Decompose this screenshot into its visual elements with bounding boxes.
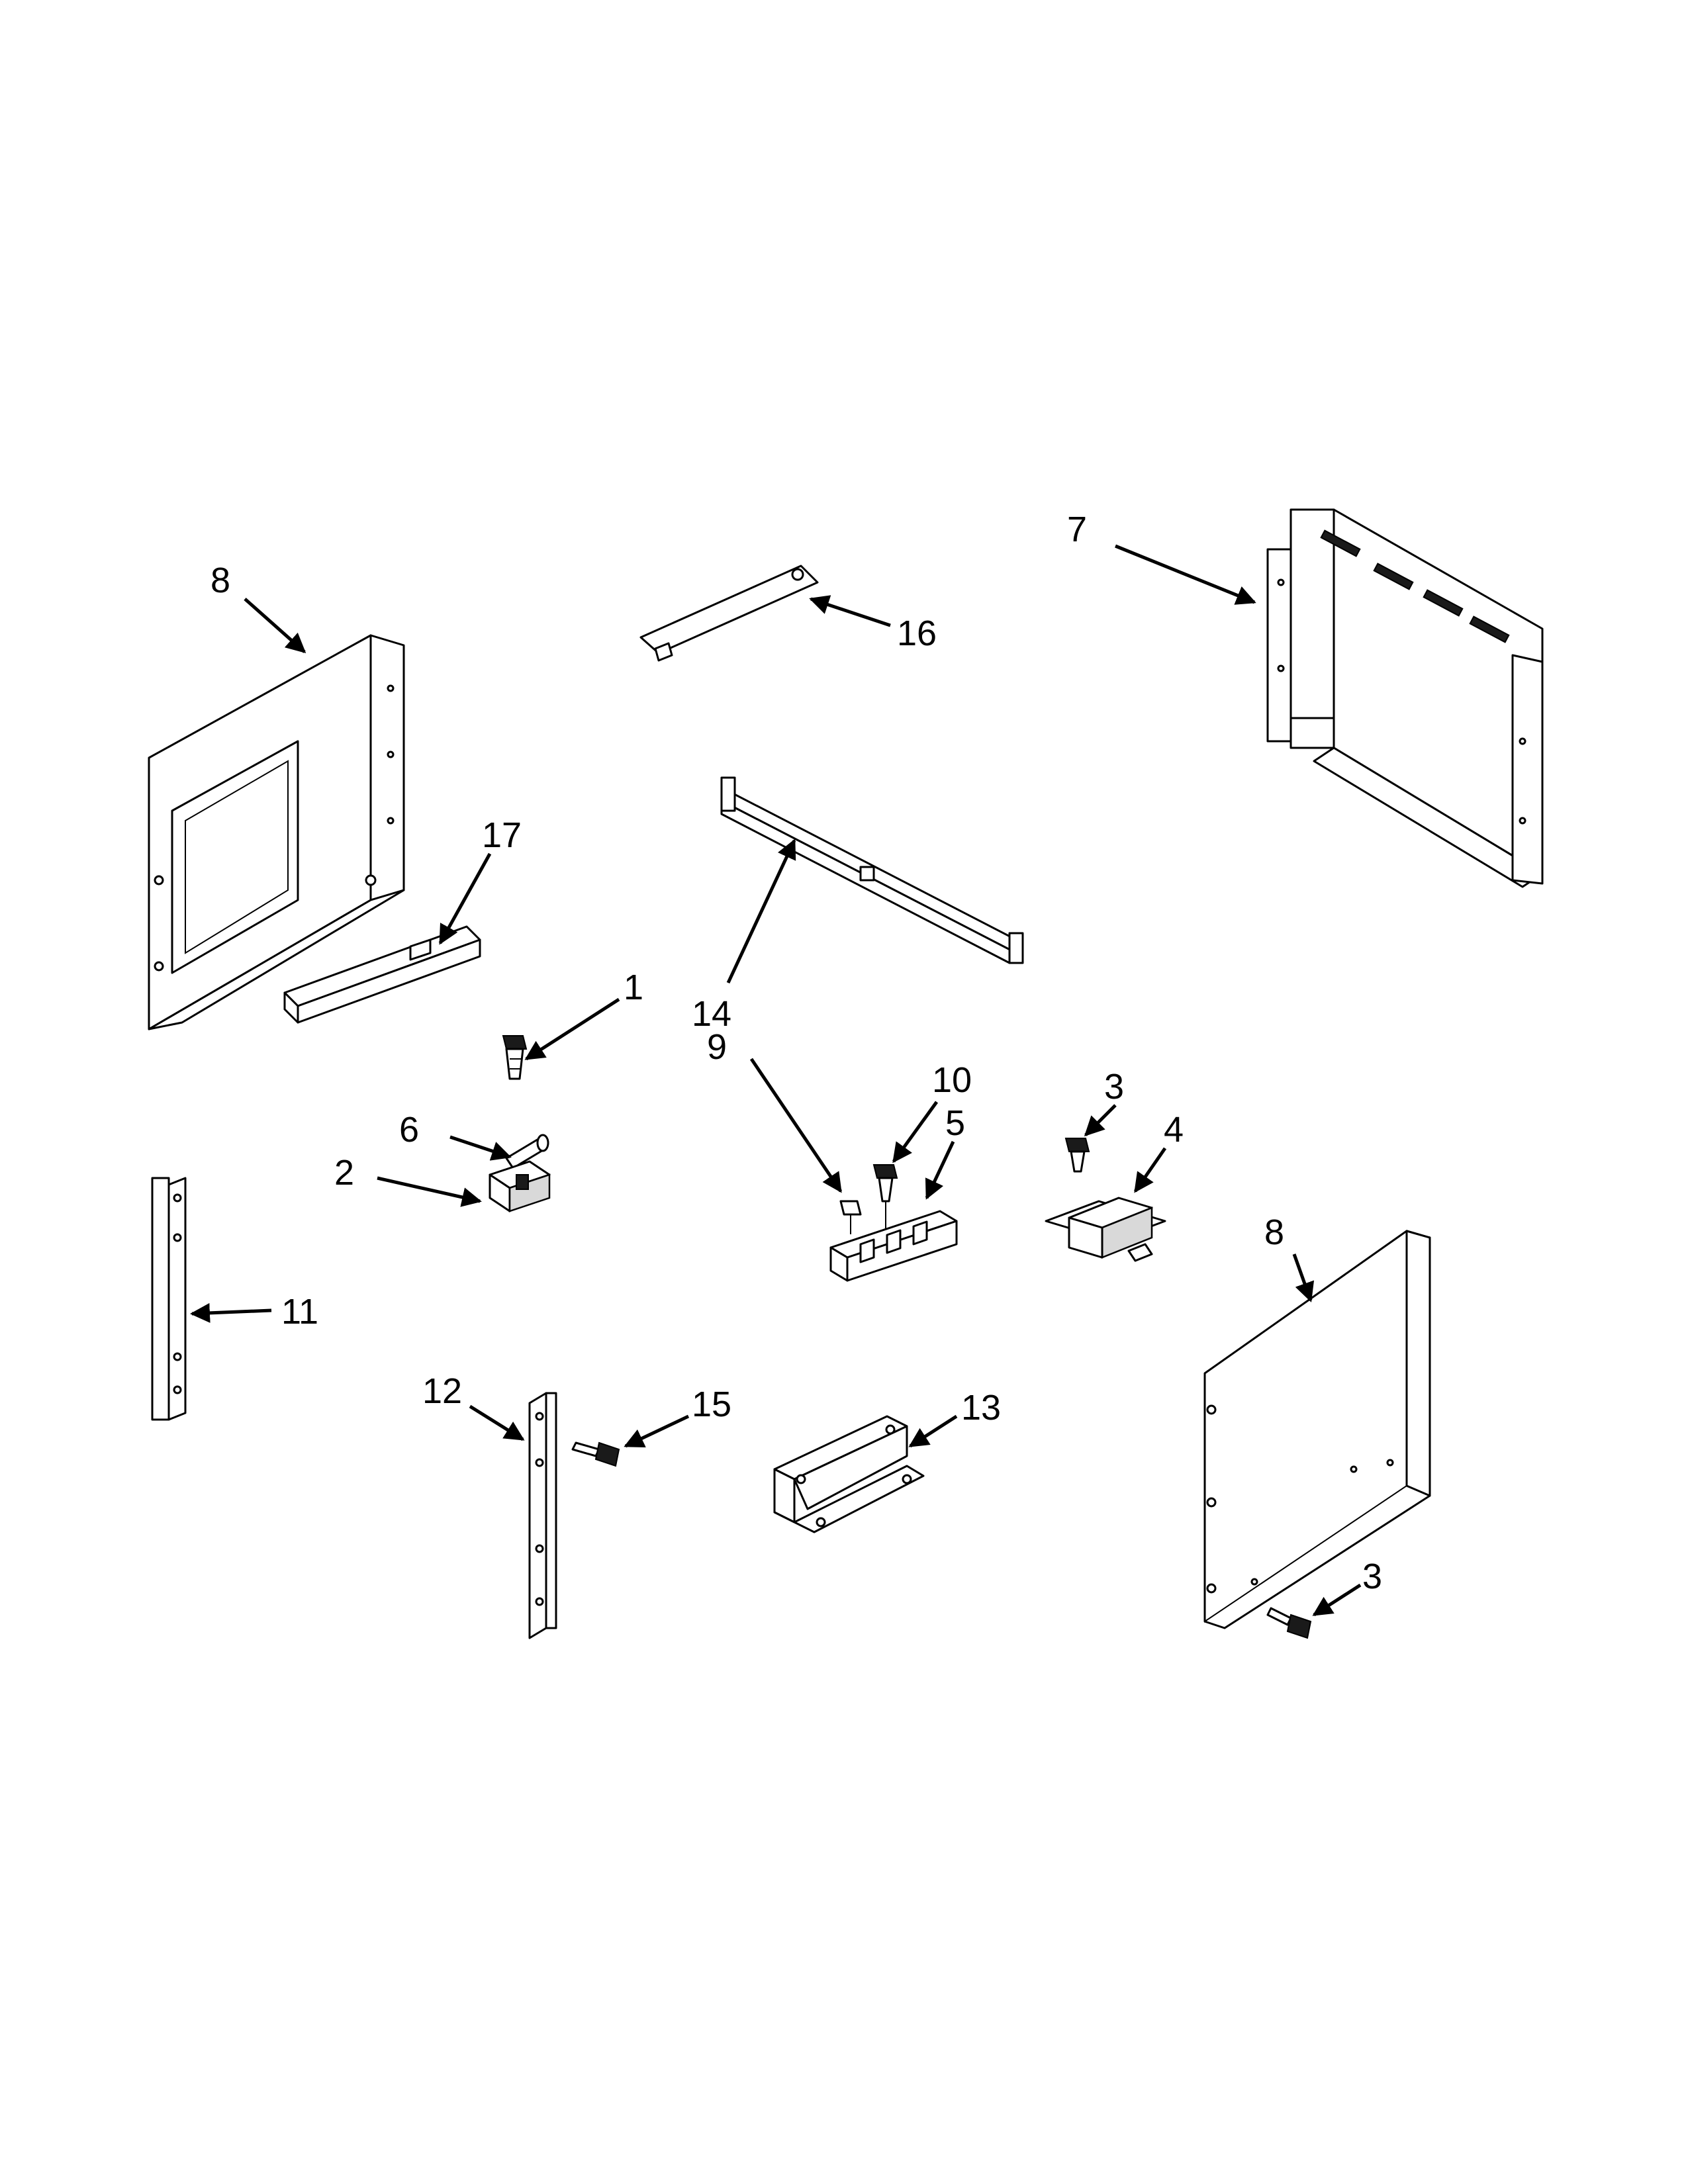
part-cover-plate: [639, 565, 819, 662]
callout-8-right: 8: [1264, 1212, 1284, 1252]
part-long-rail: [720, 776, 1024, 964]
callout-2: 2: [334, 1153, 354, 1193]
callout-labels: 8 7 16 17 14 1 6 2 9 10 5 3 4 8 11 12 15…: [211, 510, 1382, 1596]
part-side-panel-right: [1203, 1230, 1431, 1629]
part-side-panel-left: [148, 634, 405, 1030]
part-rear-panel: [1266, 508, 1544, 888]
part-vertical-bracket-11: [151, 1177, 187, 1421]
callout-10: 10: [932, 1060, 972, 1100]
callout-3-bottom: 3: [1362, 1557, 1382, 1596]
part-terminal-block: [829, 1210, 958, 1282]
callout-6: 6: [399, 1110, 419, 1150]
part-electronic-module: [1045, 1197, 1166, 1262]
callout-4: 4: [1164, 1110, 1184, 1150]
part-screw-15: [571, 1441, 620, 1467]
part-z-bracket: [773, 1415, 925, 1533]
callout-8-left: 8: [211, 561, 230, 600]
part-screw-1: [502, 1035, 528, 1080]
callout-7: 7: [1067, 510, 1087, 549]
part-bracket-17: [283, 925, 481, 1024]
callout-11: 11: [281, 1292, 318, 1332]
callout-12: 12: [422, 1371, 462, 1411]
callout-14: 14: [692, 994, 731, 1034]
part-vertical-strip-12: [528, 1392, 557, 1639]
part-screw-10: [872, 1164, 898, 1231]
callout-1: 1: [624, 968, 643, 1007]
callout-17: 17: [482, 815, 522, 855]
callout-16: 16: [897, 614, 937, 653]
part-nut-9: [839, 1200, 862, 1234]
callout-3-top: 3: [1104, 1067, 1124, 1107]
callout-9: 9: [707, 1027, 727, 1067]
part-fuse-holder: [489, 1160, 551, 1212]
callout-15: 15: [692, 1385, 731, 1424]
part-screw-3-bottom: [1266, 1607, 1312, 1639]
part-fuse: [505, 1134, 549, 1169]
part-screw-3-top: [1064, 1138, 1090, 1173]
callout-5: 5: [945, 1103, 965, 1143]
leader-lines: [190, 544, 1362, 1617]
callout-13: 13: [961, 1388, 1001, 1428]
